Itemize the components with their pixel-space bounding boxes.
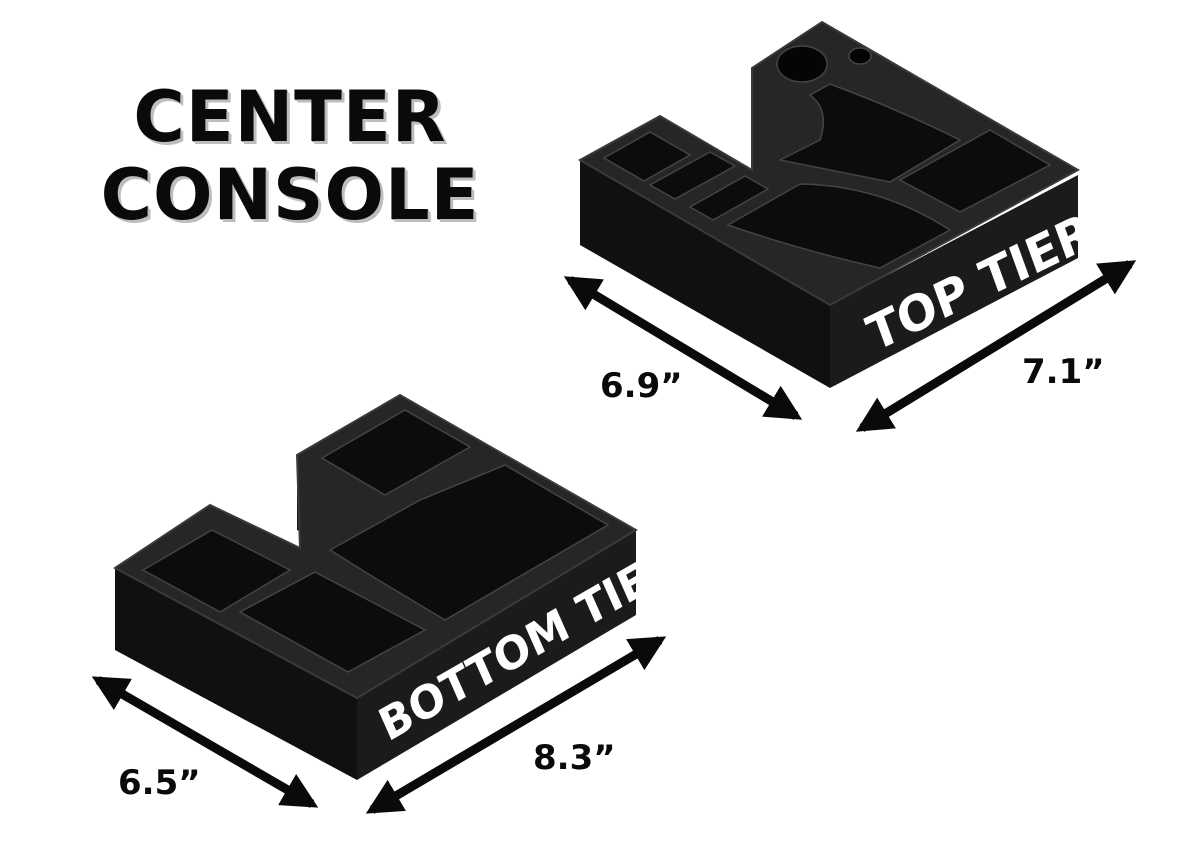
top-tier-slot-2 <box>648 151 737 200</box>
top-tier-curved-bin <box>726 183 952 269</box>
top-tier-center-bin <box>777 83 962 183</box>
top-tier-slot-3 <box>688 175 770 221</box>
bottom-tier-left-bin <box>141 529 292 613</box>
top-tier-width-dimension: 7.1” <box>1022 352 1105 392</box>
bottom-tier-depth-dimension: 6.5” <box>118 763 201 803</box>
bottom-tier-dimension-arrows <box>91 636 667 814</box>
page-title: CENTER CONSOLE <box>80 78 500 234</box>
bottom-tier-width-dimension: 8.3” <box>533 738 616 778</box>
top-tier-slot-1 <box>602 131 692 182</box>
top-tier-right-bin <box>898 129 1052 213</box>
top-tier-dimension-arrows <box>563 260 1137 432</box>
title-line-2: CONSOLE <box>100 154 480 236</box>
bottom-tier-back-bin <box>320 409 472 496</box>
top-tier-cup-hole-large <box>776 45 828 83</box>
top-tier-depth-dimension: 6.9” <box>600 366 683 406</box>
bottom-tier-large-bin <box>328 464 610 621</box>
bottom-tier-organizer: BOTTOM TIER <box>113 393 686 780</box>
title-line-1: CENTER <box>133 76 447 158</box>
top-tier-cup-hole-small <box>848 47 872 65</box>
